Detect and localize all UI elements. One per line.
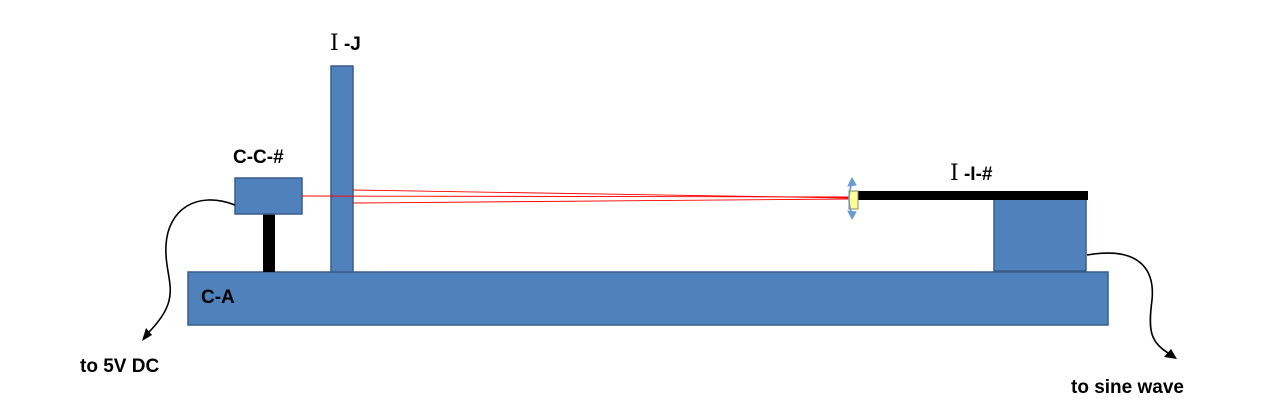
- base-label: C-A: [201, 287, 235, 308]
- right-cable-label: to sine wave: [1071, 377, 1184, 398]
- left-support-post: [263, 214, 275, 272]
- cantilever-label-symbol: I: [950, 161, 959, 186]
- vertical-screen-block: [330, 65, 354, 273]
- actuator-block: [993, 197, 1087, 272]
- left-power-cable: [145, 199, 236, 336]
- left-cable-label: to 5V DC: [80, 356, 159, 377]
- cantilever-arm: [857, 191, 1088, 200]
- base-platform: [187, 271, 1109, 326]
- laser-source-label: C-C-#: [233, 147, 284, 168]
- laser-source-box: [234, 177, 303, 215]
- right-cable-arrowhead-icon: [1164, 349, 1177, 359]
- vertical-block-label-symbol: I: [330, 31, 339, 56]
- cantilever-label-suffix: -I-#: [959, 164, 993, 185]
- laser-beams: [301, 189, 850, 204]
- oscillation-arrow-icon: [847, 176, 857, 221]
- vertical-block-label-suffix: -J: [339, 34, 361, 55]
- left-cable-arrowhead-icon: [142, 328, 152, 341]
- cantilever-label: I -I-#: [950, 161, 993, 186]
- laser-beam-middle: [352, 189, 850, 199]
- right-signal-cable: [1086, 252, 1171, 355]
- vertical-block-label: I -J: [330, 31, 361, 56]
- laser-beam-lower: [352, 198, 850, 204]
